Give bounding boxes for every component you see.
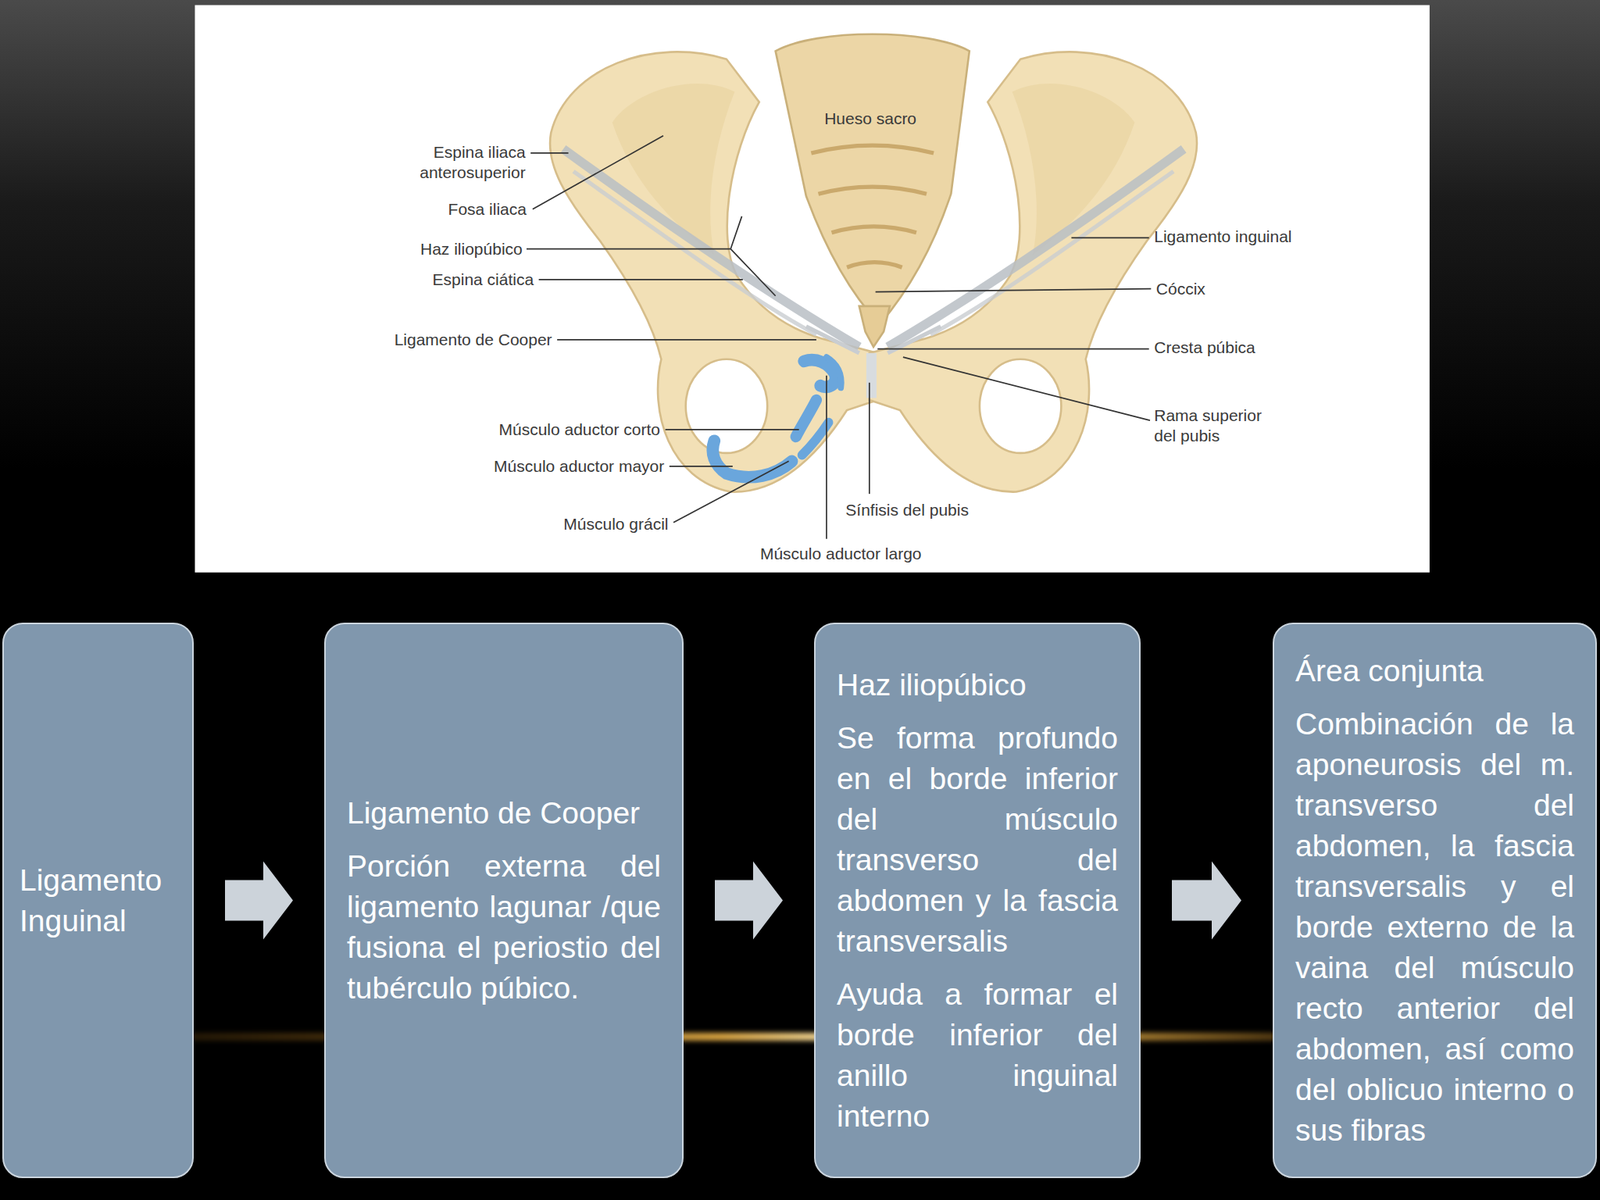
concept-box: Ligamento de CooperPorción externa del l… [324,622,684,1179]
sacrum [775,34,970,325]
obturator-foramen [685,359,768,454]
pubic-symphysis [866,353,877,398]
part-label: Músculo aductor mayor [493,456,665,477]
muscle-attachment [712,440,792,477]
block-arrow [714,861,783,940]
leader-line [665,428,800,431]
box-heading: Ligamento de Cooper [346,792,661,834]
iliopubic-tract [573,171,817,335]
muscle-attachment [796,400,817,437]
leader-line [868,382,871,494]
part-label: Cóccix [1156,278,1206,300]
part-label: Espina iliaca anterosuperior [396,142,526,183]
concept-box: Área conjuntaCombinación de la aponeuros… [1272,622,1597,1179]
leader-line [875,289,1152,293]
part-label: Rama superior del pubis [1153,405,1279,447]
box-body: Combinación de la aponeurosis del m. tra… [1295,703,1575,1151]
leader-line [526,216,776,297]
part-label: Espina ciática [432,269,535,290]
box-body: Porción externa del ligamento lagunar /q… [346,846,661,1009]
leader-line [669,465,733,468]
part-label: Músculo aductor corto [498,419,661,440]
muscle-attachment [802,422,829,456]
leader-lines [526,135,1151,540]
part-label: Sínfisis del pubis [845,500,969,521]
part-label: Ligamento de Cooper [394,329,553,350]
leader-line [532,135,664,210]
leader-line [825,375,828,540]
part-label: Haz iliopúbico [420,239,523,260]
part-label: Cresta púbica [1153,337,1256,358]
leader-line [539,278,743,281]
box-heading: Haz iliopúbico [836,664,1118,706]
leader-line [1071,236,1149,239]
coccyx [859,306,890,347]
leader-line [903,357,1150,421]
leader-line [530,152,568,154]
concept-box: Ligamento Inguinal [2,622,194,1179]
part-label: Hueso sacro [824,108,917,129]
part-label: Músculo aductor largo [760,543,922,565]
leader-line [877,348,1149,350]
muscle-attachment [826,357,842,388]
image-panel [194,5,1429,573]
muscle-attachments [712,357,841,478]
box-heading: Ligamento Inguinal [19,860,177,942]
block-arrow [1171,861,1242,940]
concept-box: Haz iliopúbico Se forma profundo en el bo… [814,622,1141,1179]
box-body: Se forma profundo en el borde inferior d… [836,717,1118,962]
block-arrow [225,861,293,940]
sacral-ridges [810,145,934,268]
part-label: Ligamento inguinal [1153,226,1292,247]
leader-line [557,339,817,341]
part-label: Fosa iliaca [448,199,527,220]
box-body: Ayuda a formar el borde inferior del ani… [836,974,1118,1137]
leader-line [673,460,790,522]
box-heading: Área conjunta [1295,650,1575,692]
part-label: Músculo grácil [563,514,668,535]
